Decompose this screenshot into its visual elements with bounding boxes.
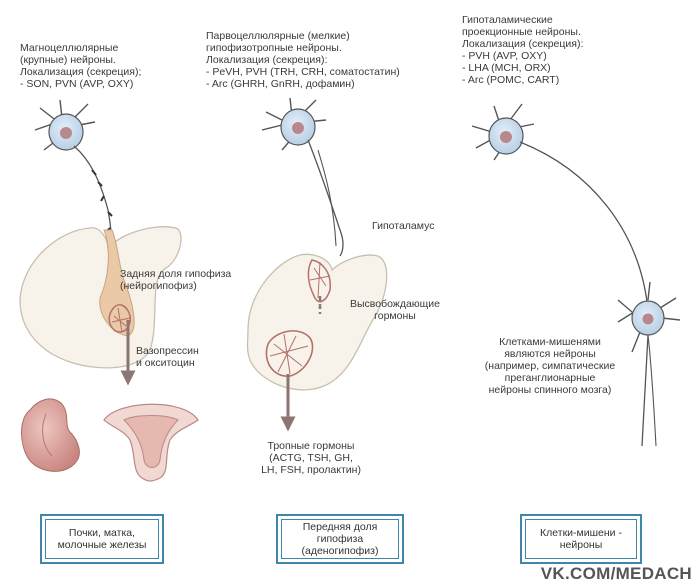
tropic-hormones-label: Тропные гормоны (ACTG, TSH, GH, LH, FSH,… bbox=[261, 440, 361, 476]
hypothalamus-label: Гипоталамус bbox=[372, 220, 435, 232]
box-target-neurons-label: Клетки-мишени - нейроны bbox=[525, 519, 637, 559]
box-anterior-pituitary: Передняя доля гипофиза (аденогипофиз) bbox=[276, 514, 404, 564]
watermark: VK.COM/MEDACH bbox=[540, 564, 692, 583]
releasing-hormones-label: Высвобождающие гормоны bbox=[349, 298, 441, 322]
box-anterior-pituitary-label: Передняя доля гипофиза (аденогипофиз) bbox=[281, 519, 399, 559]
box-kidneys-uterus-label: Почки, матка, молочные железы bbox=[45, 519, 159, 559]
target-neuron bbox=[617, 281, 681, 447]
posterior-lobe-label: Задняя доля гипофиза (нейрогипофиз) bbox=[120, 268, 232, 292]
parvocellular-neuron bbox=[261, 97, 344, 257]
magnocellular-header: Магноцеллюлярные (крупные) нейроны. Лока… bbox=[20, 42, 142, 90]
kidney-illustration bbox=[21, 398, 80, 472]
vasopressin-oxytocin-label: Вазопрессин и окситоцин bbox=[136, 345, 199, 369]
box-target-neurons: Клетки-мишени - нейроны bbox=[520, 514, 642, 564]
parvocellular-header: Парвоцеллюлярные (мелкие) гипофизотропны… bbox=[206, 30, 400, 90]
projection-neuron bbox=[471, 103, 649, 311]
pituitary-gland-left bbox=[19, 226, 182, 386]
projection-header: Гипоталамические проекционные нейроны. Л… bbox=[462, 14, 584, 86]
pituitary-gland-middle bbox=[246, 253, 388, 432]
target-neurons-label: Клетками-мишенями являются нейроны (напр… bbox=[484, 336, 616, 396]
box-kidneys-uterus: Почки, матка, молочные железы bbox=[40, 514, 164, 564]
uterus-illustration bbox=[103, 403, 199, 482]
